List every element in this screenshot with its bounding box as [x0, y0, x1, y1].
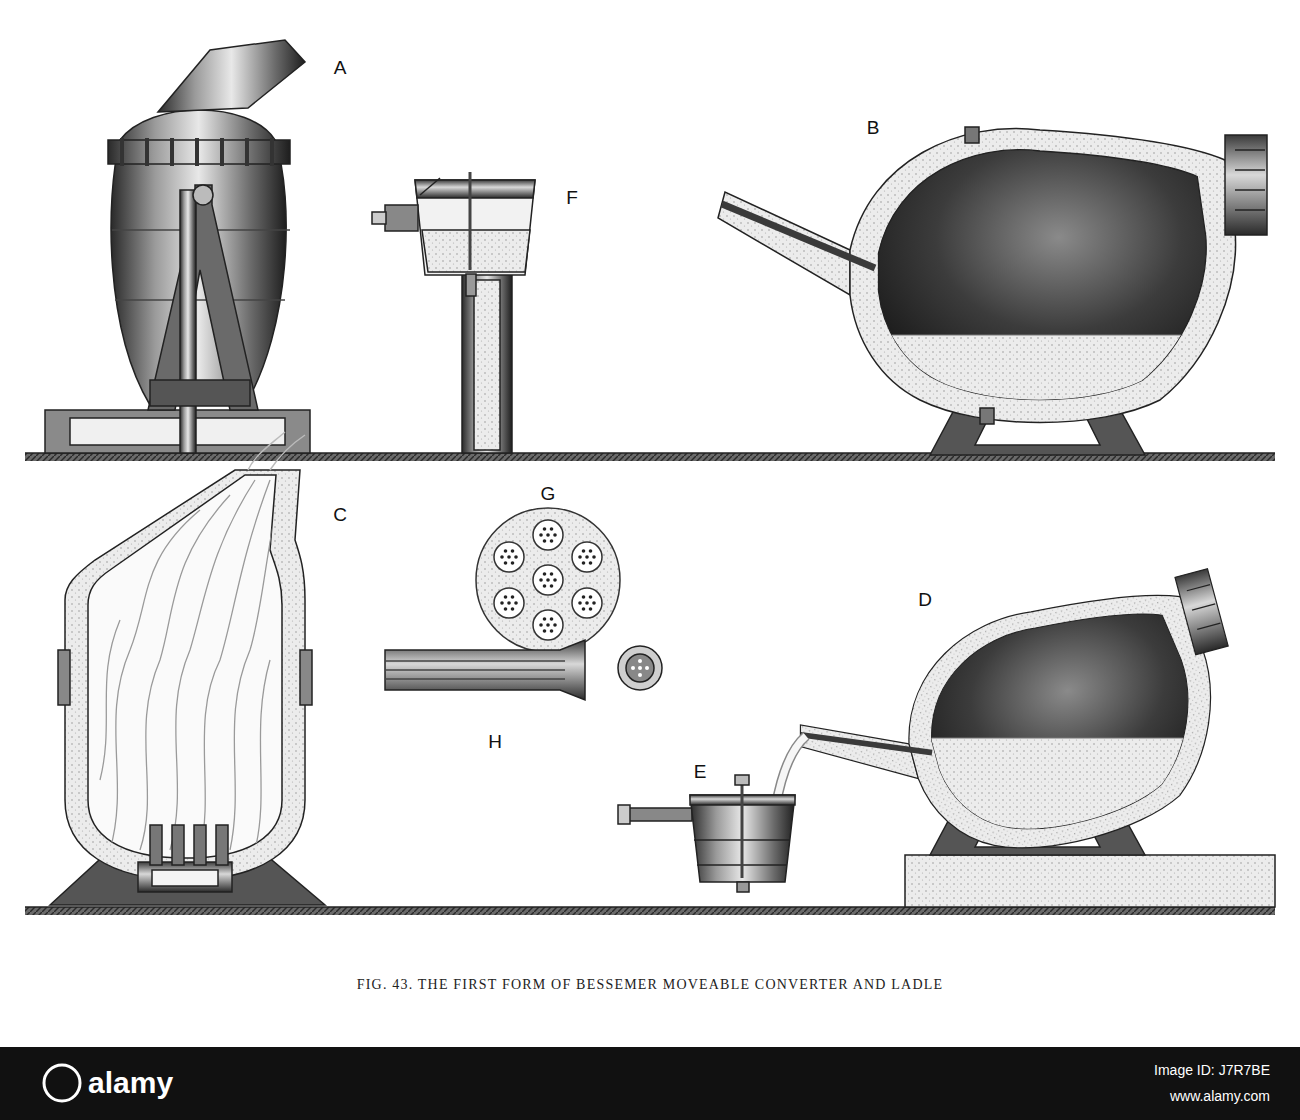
converter-pouring	[750, 564, 1300, 908]
watermark-text: Image ID: J7R7BE	[1154, 1062, 1270, 1078]
figure-letter: B	[867, 117, 880, 139]
watermark-bar	[0, 1047, 1300, 1120]
ground-line	[25, 453, 1275, 915]
figure-letter: D	[918, 589, 932, 611]
tuyere-plate	[476, 508, 620, 652]
tuyere	[385, 640, 662, 700]
figure-letter: G	[541, 483, 556, 505]
watermark-text: www.alamy.com	[1170, 1088, 1270, 1104]
watermark-logo: alamy	[88, 1066, 173, 1101]
converter-exterior	[45, 40, 310, 453]
figure-letter: A	[334, 57, 347, 79]
figure-caption: FIG. 43. THE FIRST FORM OF BESSEMER MOVE…	[357, 977, 944, 993]
figure-letter: H	[488, 731, 502, 753]
figure-letter: F	[566, 187, 578, 209]
ladle	[618, 775, 795, 892]
figure-letter: E	[694, 761, 707, 783]
converter-section-blowing	[50, 432, 325, 905]
figure-letter: C	[333, 504, 347, 526]
ladle-on-mould	[372, 172, 535, 453]
converter-section	[718, 127, 1267, 485]
